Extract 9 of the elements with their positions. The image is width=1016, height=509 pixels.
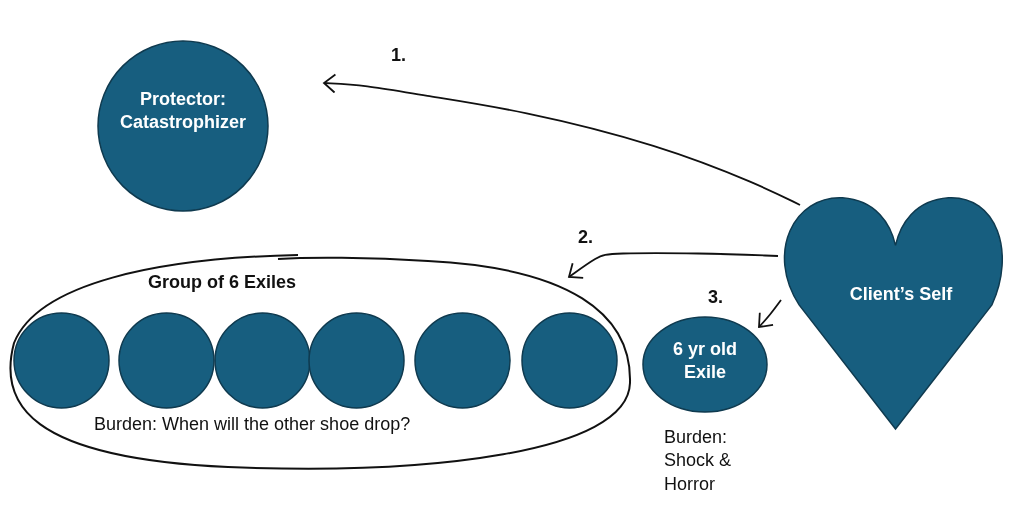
arrow bbox=[323, 73, 801, 206]
node-label: 6 yr old Exile bbox=[672, 338, 738, 385]
node-label: Protector: Catastrophizer bbox=[119, 88, 247, 135]
node-label: Group of 6 Exiles bbox=[148, 271, 298, 294]
burden-text: Burden: When will the other shoe drop? bbox=[94, 413, 412, 436]
arrow bbox=[568, 252, 779, 279]
node-label: Client’s Self bbox=[848, 283, 954, 306]
arrow bbox=[758, 299, 782, 328]
burden-text: Burden: Shock & Horror bbox=[664, 426, 733, 496]
